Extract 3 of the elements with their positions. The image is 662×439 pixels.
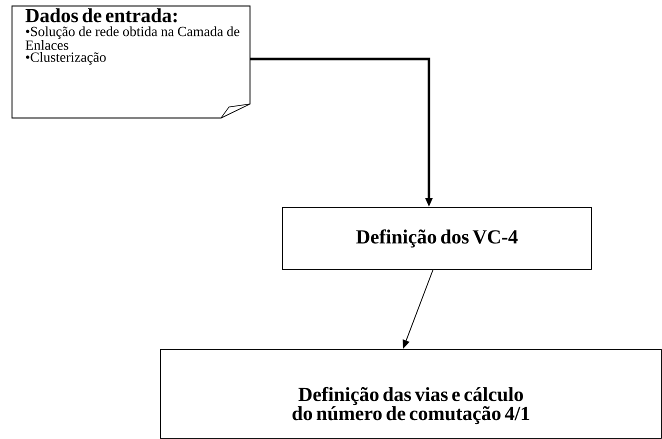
process-box: Definição das vias e cálculo do número de comutação 4/1: [160, 349, 662, 439]
note-box: Dados de entrada: •Solução de rede obtida na Camada de Enlaces •Clusterização: [12, 6, 250, 118]
process-box: Definição dos VC-4: [282, 207, 592, 270]
